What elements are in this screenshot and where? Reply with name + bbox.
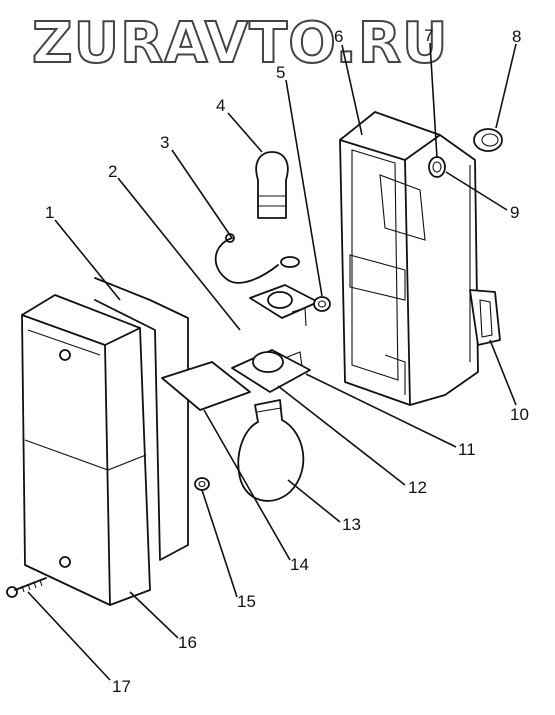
small-grommet	[313, 296, 331, 312]
callout-4: 4	[216, 96, 225, 115]
callout-7: 7	[424, 26, 433, 45]
leader-6	[341, 44, 363, 136]
lamp-holder-upper	[249, 284, 319, 327]
leader-7	[429, 42, 438, 159]
callout-labels: 1 2 3 4 5 6 7 8 9 10 11 12 13 14 15 16 1…	[45, 26, 529, 696]
leader-2	[117, 177, 241, 331]
seal-gasket	[94, 277, 189, 561]
small-bulb	[255, 151, 289, 219]
leader-1	[54, 219, 121, 301]
callout-8: 8	[512, 27, 521, 46]
main-bulb	[237, 399, 305, 502]
watermark-text: ZURAVTO.RU	[32, 11, 449, 76]
callout-6: 6	[334, 27, 343, 46]
callout-12: 12	[408, 478, 427, 497]
leader-15	[201, 489, 238, 598]
leader-3	[171, 149, 233, 239]
leader-16	[129, 591, 179, 639]
lens	[21, 294, 151, 606]
callout-10: 10	[510, 405, 529, 424]
callout-14: 14	[290, 555, 309, 574]
callout-1: 1	[45, 203, 54, 222]
ground-wire	[214, 233, 300, 284]
housing	[339, 111, 479, 406]
rubber-plug	[473, 128, 503, 152]
leader-12	[277, 385, 406, 486]
leader-8	[495, 43, 517, 129]
callout-15: 15	[237, 592, 256, 611]
lamp-holder-lower	[231, 349, 311, 393]
leader-13	[287, 479, 341, 523]
leader-4	[227, 112, 263, 153]
callout-3: 3	[160, 133, 169, 152]
leader-5	[285, 79, 323, 297]
washer	[194, 477, 210, 491]
callout-11: 11	[458, 440, 476, 459]
leader-9	[445, 171, 508, 211]
callout-13: 13	[342, 515, 361, 534]
callout-9: 9	[510, 203, 519, 222]
screw	[6, 577, 47, 598]
callout-16: 16	[178, 633, 197, 652]
leader-10	[489, 339, 517, 406]
callout-2: 2	[108, 162, 117, 181]
callout-5: 5	[276, 63, 285, 82]
leader-17	[27, 591, 111, 681]
housing-grommet	[428, 156, 446, 178]
leader-11	[305, 373, 457, 448]
mounting-bracket	[469, 289, 501, 346]
leader-14	[203, 409, 291, 561]
leader-lines	[27, 42, 517, 681]
reflector-plate	[161, 361, 251, 411]
callout-17: 17	[112, 677, 131, 696]
